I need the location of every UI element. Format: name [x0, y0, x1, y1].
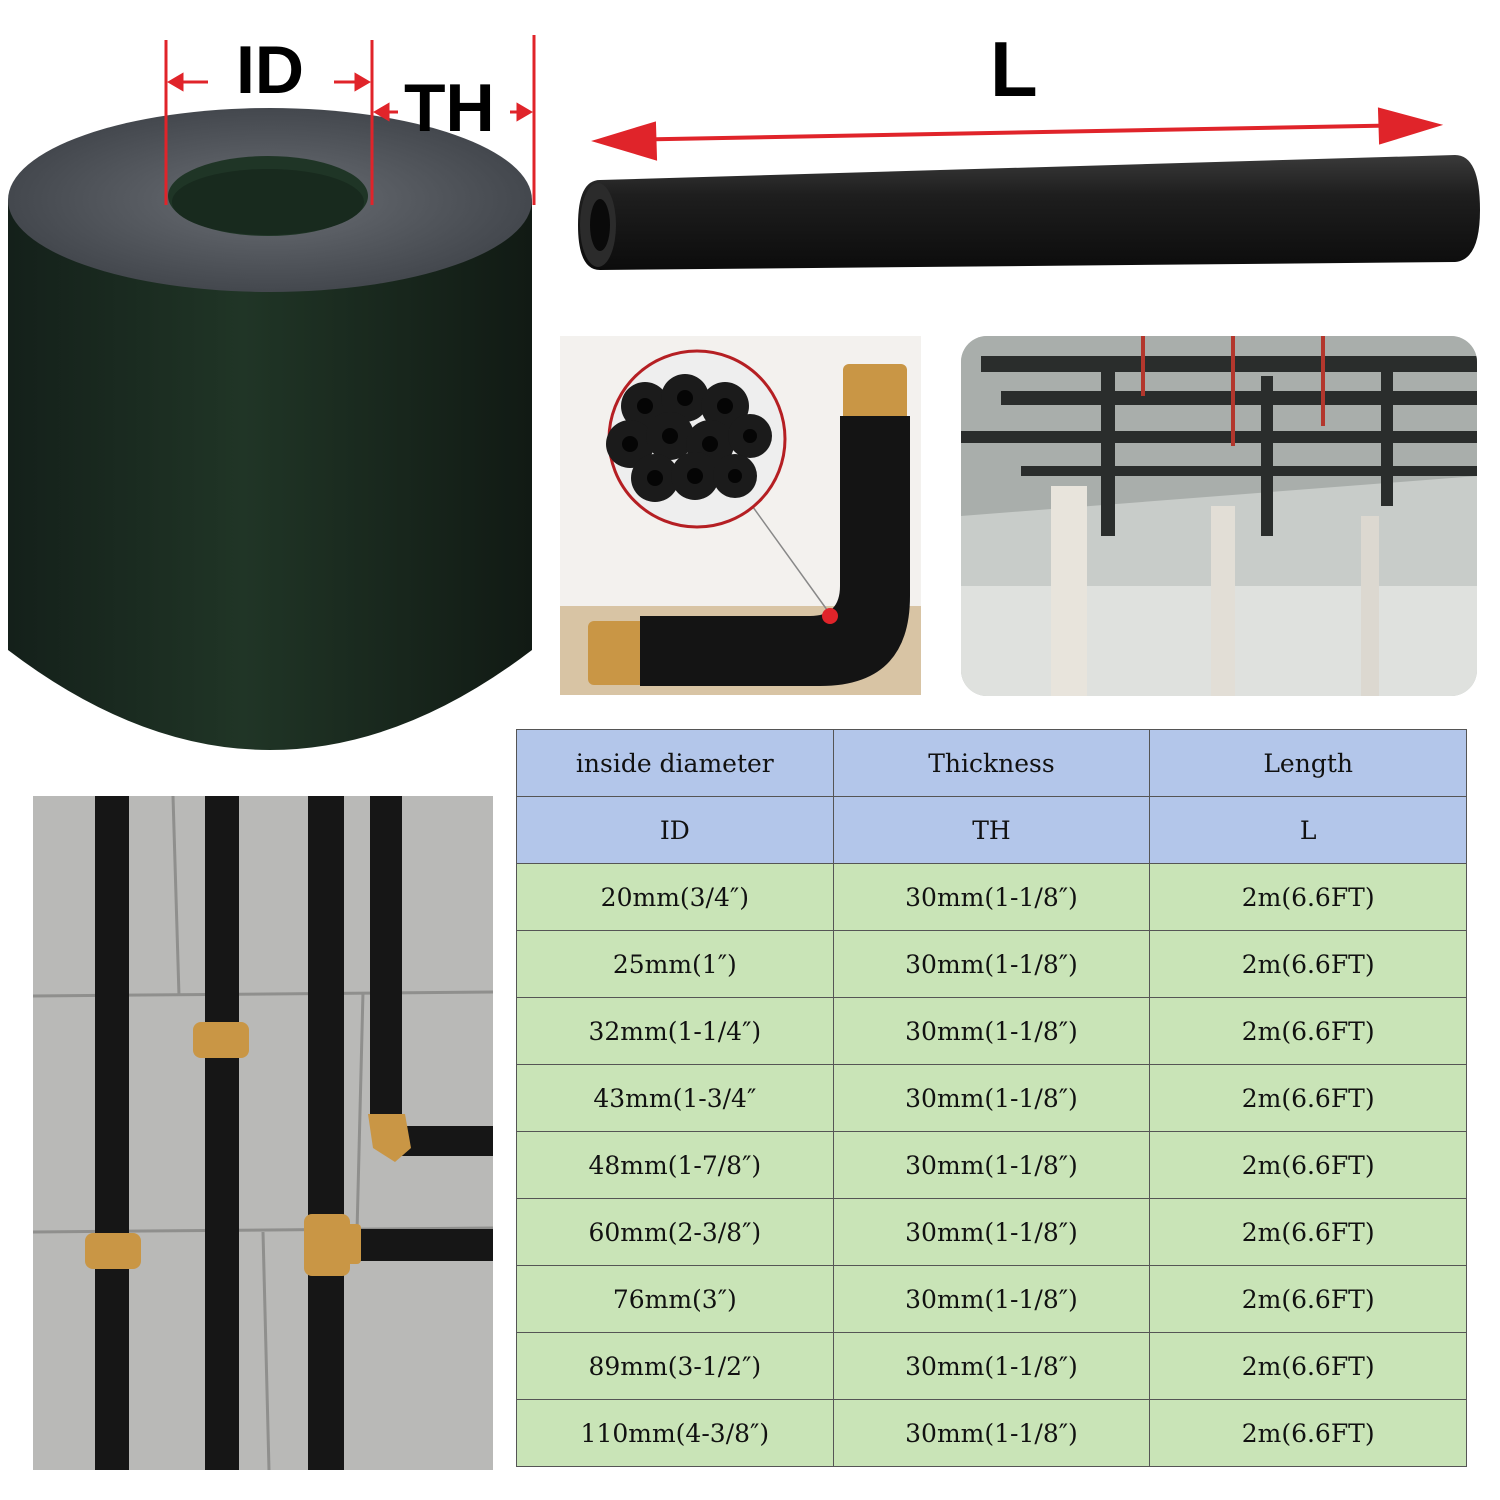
cell-th: 30mm(1-1/8″)	[832, 1198, 1151, 1266]
cell-th: 30mm(1-1/8″)	[832, 1332, 1151, 1400]
table-row: 110mm(4-3/8″) 30mm(1-1/8″) 2m(6.6FT)	[516, 1399, 1467, 1467]
cell-l: 2m(6.6FT)	[1149, 1332, 1467, 1400]
table-row: 20mm(3/4″) 30mm(1-1/8″) 2m(6.6FT)	[516, 863, 1467, 931]
pipe-elbow-drawing	[560, 349, 921, 695]
cell-id: 89mm(3-1/2″)	[516, 1332, 834, 1400]
cell-l: 2m(6.6FT)	[1149, 863, 1467, 931]
ceiling-installation-drawing	[961, 336, 1477, 696]
header-code-th: TH	[832, 796, 1151, 864]
cell-id: 20mm(3/4″)	[516, 863, 834, 931]
table-row: 89mm(3-1/2″) 30mm(1-1/8″) 2m(6.6FT)	[516, 1332, 1467, 1400]
cell-th: 30mm(1-1/8″)	[832, 997, 1151, 1065]
pipe-elbow-photo	[560, 336, 921, 695]
table-row: 76mm(3″) 30mm(1-1/8″) 2m(6.6FT)	[516, 1265, 1467, 1333]
length-dimension-label: L	[990, 25, 1038, 113]
cell-th: 30mm(1-1/8″)	[832, 1131, 1151, 1199]
cell-l: 2m(6.6FT)	[1149, 930, 1467, 998]
wall-pipes-drawing	[33, 796, 493, 1470]
header-code-l: L	[1149, 796, 1467, 864]
cell-th: 30mm(1-1/8″)	[832, 1265, 1151, 1333]
cell-l: 2m(6.6FT)	[1149, 997, 1467, 1065]
cell-id: 43mm(1-3/4″	[516, 1064, 834, 1132]
header-code-id: ID	[516, 796, 834, 864]
cell-th: 30mm(1-1/8″)	[832, 1399, 1151, 1467]
id-th-dimension-lines	[164, 35, 536, 205]
th-dimension-label: TH	[404, 70, 495, 146]
cell-id: 25mm(1″)	[516, 930, 834, 998]
id-dimension-label: ID	[236, 32, 304, 108]
cell-l: 2m(6.6FT)	[1149, 1198, 1467, 1266]
cell-l: 2m(6.6FT)	[1149, 1064, 1467, 1132]
ceiling-installation-photo	[961, 336, 1477, 696]
wall-pipes-photo	[33, 796, 493, 1470]
table-row: 48mm(1-7/8″) 30mm(1-1/8″) 2m(6.6FT)	[516, 1131, 1467, 1199]
header-thickness: Thickness	[832, 729, 1151, 797]
table-header-code-row: ID TH L	[516, 796, 1467, 864]
header-inside-diameter: inside diameter	[516, 729, 834, 797]
foam-tube-length-image: L	[570, 30, 1480, 290]
length-dimension-line	[578, 107, 1480, 270]
table-row: 25mm(1″) 30mm(1-1/8″) 2m(6.6FT)	[516, 930, 1467, 998]
table-row: 32mm(1-1/4″) 30mm(1-1/8″) 2m(6.6FT)	[516, 997, 1467, 1065]
table-row: 43mm(1-3/4″ 30mm(1-1/8″) 2m(6.6FT)	[516, 1064, 1467, 1132]
table-header-row: inside diameter Thickness Length	[516, 729, 1467, 797]
table-row: 60mm(2-3/8″) 30mm(1-1/8″) 2m(6.6FT)	[516, 1198, 1467, 1266]
cell-th: 30mm(1-1/8″)	[832, 930, 1151, 998]
size-specification-table: inside diameter Thickness Length ID TH L…	[516, 729, 1467, 1467]
cell-l: 2m(6.6FT)	[1149, 1265, 1467, 1333]
cell-id: 48mm(1-7/8″)	[516, 1131, 834, 1199]
cell-th: 30mm(1-1/8″)	[832, 863, 1151, 931]
foam-tube-cross-section-image: ID TH	[0, 30, 545, 790]
foam-tube-cross-section-drawing	[8, 108, 532, 750]
cell-l: 2m(6.6FT)	[1149, 1131, 1467, 1199]
cell-id: 60mm(2-3/8″)	[516, 1198, 834, 1266]
cell-id: 32mm(1-1/4″)	[516, 997, 834, 1065]
cell-th: 30mm(1-1/8″)	[832, 1064, 1151, 1132]
cell-id: 76mm(3″)	[516, 1265, 834, 1333]
header-length: Length	[1149, 729, 1467, 797]
cell-l: 2m(6.6FT)	[1149, 1399, 1467, 1467]
cell-id: 110mm(4-3/8″)	[516, 1399, 834, 1467]
